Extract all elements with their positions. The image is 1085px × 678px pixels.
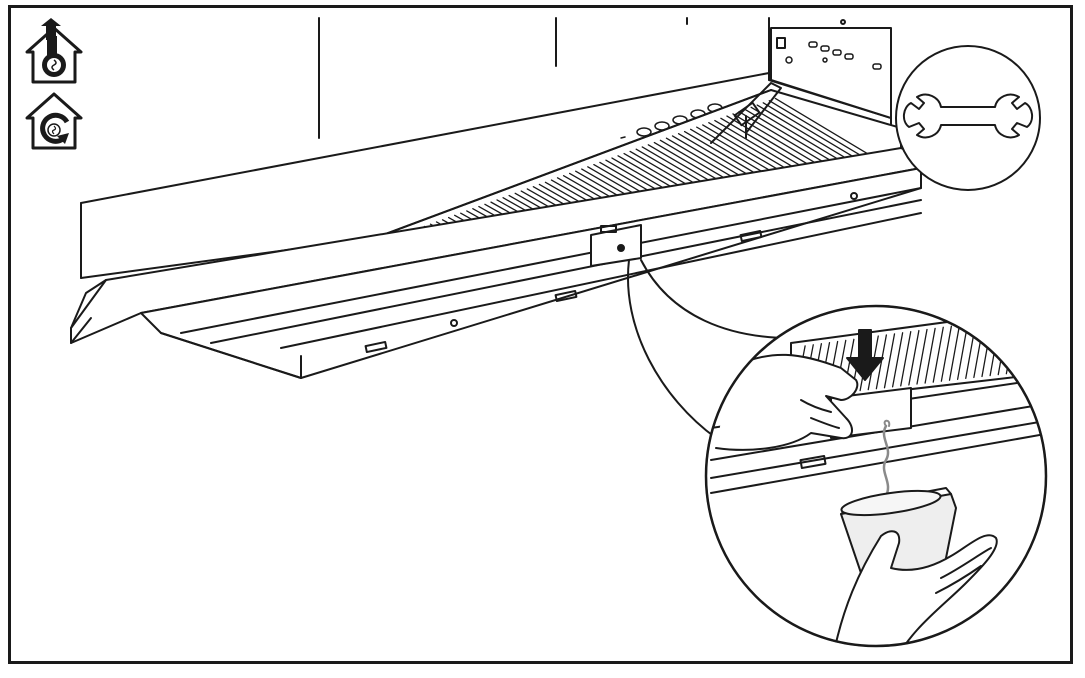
zoomed-filter-slat <box>883 333 896 389</box>
illustration-frame <box>8 5 1073 664</box>
callout-lines <box>627 259 792 439</box>
push-down-arrow <box>846 329 884 381</box>
wrench-tool-icon <box>895 45 1041 191</box>
top-control-buttons <box>785 41 882 70</box>
zoomed-filter-slat <box>956 323 969 380</box>
zoomed-filter-slat <box>875 334 888 390</box>
zoomed-filter-slat <box>1005 316 1018 375</box>
hand-holding <box>830 530 998 646</box>
hand-pressing <box>715 353 859 451</box>
zoomed-filter-slat <box>932 326 944 383</box>
zoomed-filter-slat <box>1021 314 1034 373</box>
magnified-detail <box>704 304 1048 648</box>
cooker-hood-illustration <box>70 17 1048 648</box>
ducted-extraction-mode-icon <box>25 18 83 84</box>
zoomed-filter-slat <box>940 325 953 382</box>
zoomed-filter-slat <box>916 328 928 385</box>
zoomed-filter-slat <box>948 324 961 381</box>
filter-slat <box>774 97 885 165</box>
zoomed-filter-slat <box>1030 313 1042 372</box>
zoomed-filter-slat <box>1038 312 1046 371</box>
recirculation-mode-icon <box>25 92 83 150</box>
zoomed-filter-slat <box>908 329 920 386</box>
wall-cabinets <box>318 17 770 139</box>
zoomed-filter-slat <box>891 332 904 388</box>
hood-lower-frame <box>70 82 922 379</box>
zoomed-filter-slat <box>900 331 912 387</box>
zoomed-filter-slat <box>924 327 936 384</box>
zoomed-filter-slat <box>1013 315 1026 374</box>
